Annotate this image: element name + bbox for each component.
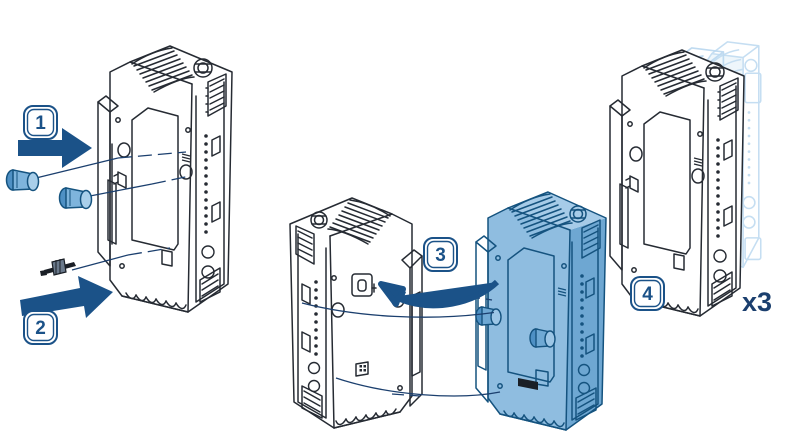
- step-badge-2[interactable]: 2: [23, 310, 58, 345]
- alignment-line-connector: [71, 247, 171, 271]
- step-badge-3-label: 3: [435, 245, 446, 266]
- step-badge-4[interactable]: 4: [630, 276, 665, 311]
- alignment-line-bushing-upper: [35, 151, 187, 179]
- align-line-lower: [335, 377, 501, 397]
- alignment-line-bushing-lower: [89, 175, 191, 197]
- align-line-upper: [301, 302, 483, 318]
- coding-connector: [40, 258, 76, 276]
- arrow-step-1: [18, 128, 92, 168]
- bushing-lower: [58, 187, 93, 210]
- step-badge-3[interactable]: 3: [423, 237, 458, 272]
- step-badge-1-label: 1: [35, 113, 46, 134]
- led-indicator-column: [204, 134, 208, 234]
- arrow-step-3: [378, 279, 500, 309]
- step-badge-2-label: 2: [35, 318, 46, 339]
- step-badge-4-label: 4: [642, 284, 653, 305]
- coding-connector-installed: [518, 378, 538, 390]
- bushing-installed-lower: [529, 328, 556, 348]
- multiplier-label: x3: [742, 287, 772, 317]
- bushing-upper: [5, 169, 40, 192]
- arrow-step-2: [20, 276, 113, 318]
- step-badge-1[interactable]: 1: [23, 105, 58, 140]
